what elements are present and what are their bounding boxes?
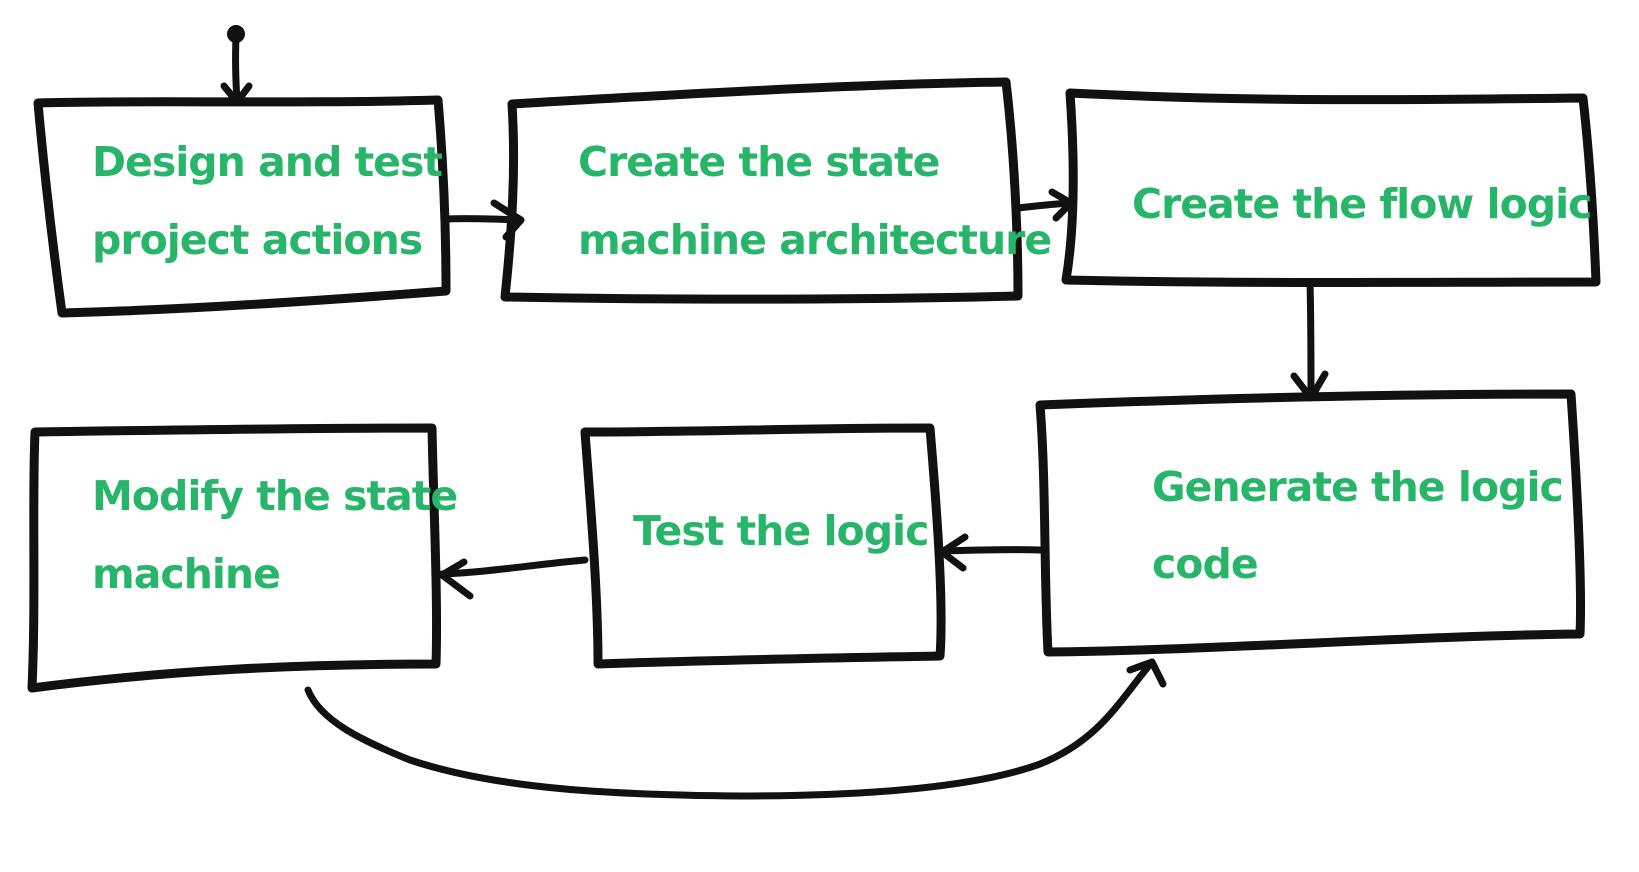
node-create-arch-line-2: machine architecture bbox=[578, 216, 1051, 264]
node-modify-label: Modify the state machine bbox=[92, 472, 470, 598]
node-design-label: Design and test project actions bbox=[92, 138, 455, 264]
node-generate-box bbox=[1035, 389, 1586, 657]
node-flow-box bbox=[1061, 88, 1601, 287]
node-flow-label: Create the flow logic bbox=[1132, 180, 1591, 228]
edge-design-to-create-arch bbox=[442, 199, 525, 241]
node-flow-line-1: Create the flow logic bbox=[1132, 180, 1591, 228]
node-design-line-2: project actions bbox=[92, 216, 422, 264]
edge-generate-to-test bbox=[938, 533, 1044, 572]
node-generate-line-1: Generate the logic bbox=[1152, 463, 1563, 511]
node-test-box bbox=[580, 423, 946, 669]
node-modify-line-1: Modify the state bbox=[92, 472, 457, 520]
node-generate-line-2: code bbox=[1152, 540, 1258, 588]
start-dot bbox=[227, 25, 245, 43]
node-create-arch-label: Create the state machine architecture bbox=[578, 138, 1051, 264]
node-design-line-1: Design and test bbox=[92, 138, 442, 186]
edge-test-to-modify bbox=[438, 556, 589, 600]
node-create-arch-line-1: Create the state bbox=[578, 138, 939, 186]
node-modify-box bbox=[27, 423, 442, 693]
node-test-line-1: Test the logic bbox=[633, 507, 928, 555]
edge-flow-to-generate bbox=[1290, 278, 1329, 402]
node-modify-line-2: machine bbox=[92, 550, 280, 598]
node-generate-label: Generate the logic code bbox=[1152, 463, 1576, 588]
node-create-arch-box bbox=[500, 77, 1023, 304]
edge-modify-to-generate bbox=[304, 658, 1167, 800]
node-design-box bbox=[33, 95, 451, 318]
node-test-label: Test the logic bbox=[633, 507, 928, 555]
edge-create-arch-to-flow bbox=[1014, 188, 1075, 222]
edge-start-to-design bbox=[220, 25, 253, 106]
